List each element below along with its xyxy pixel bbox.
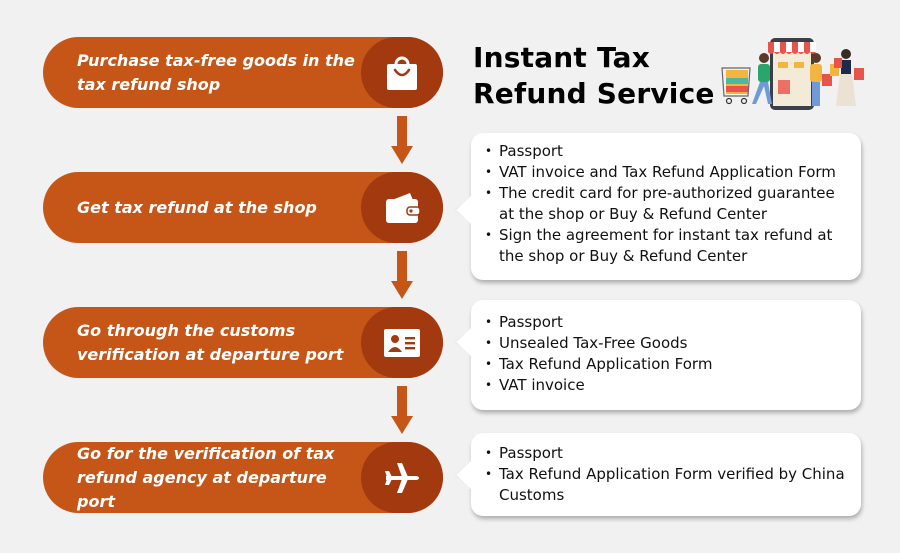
step-4-icon-circle xyxy=(361,442,443,513)
step-1-pill: Purchase tax-free goods in the tax refun… xyxy=(43,37,443,108)
requirement-item: Sign the agreement for instant tax refun… xyxy=(485,225,847,267)
step-2-text: Get tax refund at the shop xyxy=(77,172,367,243)
requirement-item: Passport xyxy=(485,312,847,333)
step-2-line-1: Get tax refund at the shop xyxy=(77,197,317,217)
step-2-icon-circle xyxy=(361,172,443,243)
step-1-icon-circle xyxy=(361,37,443,108)
down-arrow-icon xyxy=(391,386,413,434)
step-3-icon-circle xyxy=(361,307,443,378)
requirements-list: Passport Unsealed Tax-Free Goods Tax Ref… xyxy=(485,312,847,396)
requirements-list: Passport Tax Refund Application Form ver… xyxy=(485,443,847,506)
requirements-list: Passport VAT invoice and Tax Refund Appl… xyxy=(485,141,847,267)
step-2-pill: Get tax refund at the shop xyxy=(43,172,443,243)
requirement-item: Tax Refund Application Form verified by … xyxy=(485,464,847,506)
requirement-item: Passport xyxy=(485,141,847,162)
step-4-line-2: refund agency at departure port xyxy=(77,467,327,511)
step-1-text: Purchase tax-free goods in the tax refun… xyxy=(77,37,367,108)
id-card-icon xyxy=(384,328,420,357)
step-4-line-1: Go for the verification of tax xyxy=(77,443,335,463)
title-line-2: Refund Service xyxy=(473,77,715,110)
down-arrow-icon xyxy=(391,116,413,164)
title-line-1: Instant Tax xyxy=(473,41,651,74)
step-4-text: Go for the verification of tax refund ag… xyxy=(77,442,367,513)
step-3-text: Go through the customs verification at d… xyxy=(77,307,367,378)
requirement-item: VAT invoice and Tax Refund Application F… xyxy=(485,162,847,183)
requirements-box-step-2: Passport VAT invoice and Tax Refund Appl… xyxy=(455,133,861,280)
requirements-box-step-3: Passport Unsealed Tax-Free Goods Tax Ref… xyxy=(455,300,861,410)
shopping-storefront-illustration-icon xyxy=(721,38,864,110)
step-3-line-2: verification at departure port xyxy=(77,344,344,364)
step-1-line-2: tax refund shop xyxy=(77,74,221,94)
requirement-item: Tax Refund Application Form xyxy=(485,354,847,375)
requirement-item: VAT invoice xyxy=(485,375,847,396)
requirements-box-step-4: Passport Tax Refund Application Form ver… xyxy=(455,433,861,516)
step-3-line-1: Go through the customs xyxy=(77,320,296,340)
requirement-item: Passport xyxy=(485,443,847,464)
step-4-pill: Go for the verification of tax refund ag… xyxy=(43,442,443,513)
down-arrow-icon xyxy=(391,251,413,299)
shopping-bag-icon xyxy=(387,56,417,90)
airplane-icon xyxy=(385,462,419,493)
step-3-pill: Go through the customs verification at d… xyxy=(43,307,443,378)
requirement-item: Unsealed Tax-Free Goods xyxy=(485,333,847,354)
requirement-item: The credit card for pre-authorized guara… xyxy=(485,183,847,225)
step-1-line-1: Purchase tax-free goods in the xyxy=(77,50,355,70)
wallet-icon xyxy=(386,192,420,223)
page-title: Instant Tax Refund Service xyxy=(473,40,715,112)
